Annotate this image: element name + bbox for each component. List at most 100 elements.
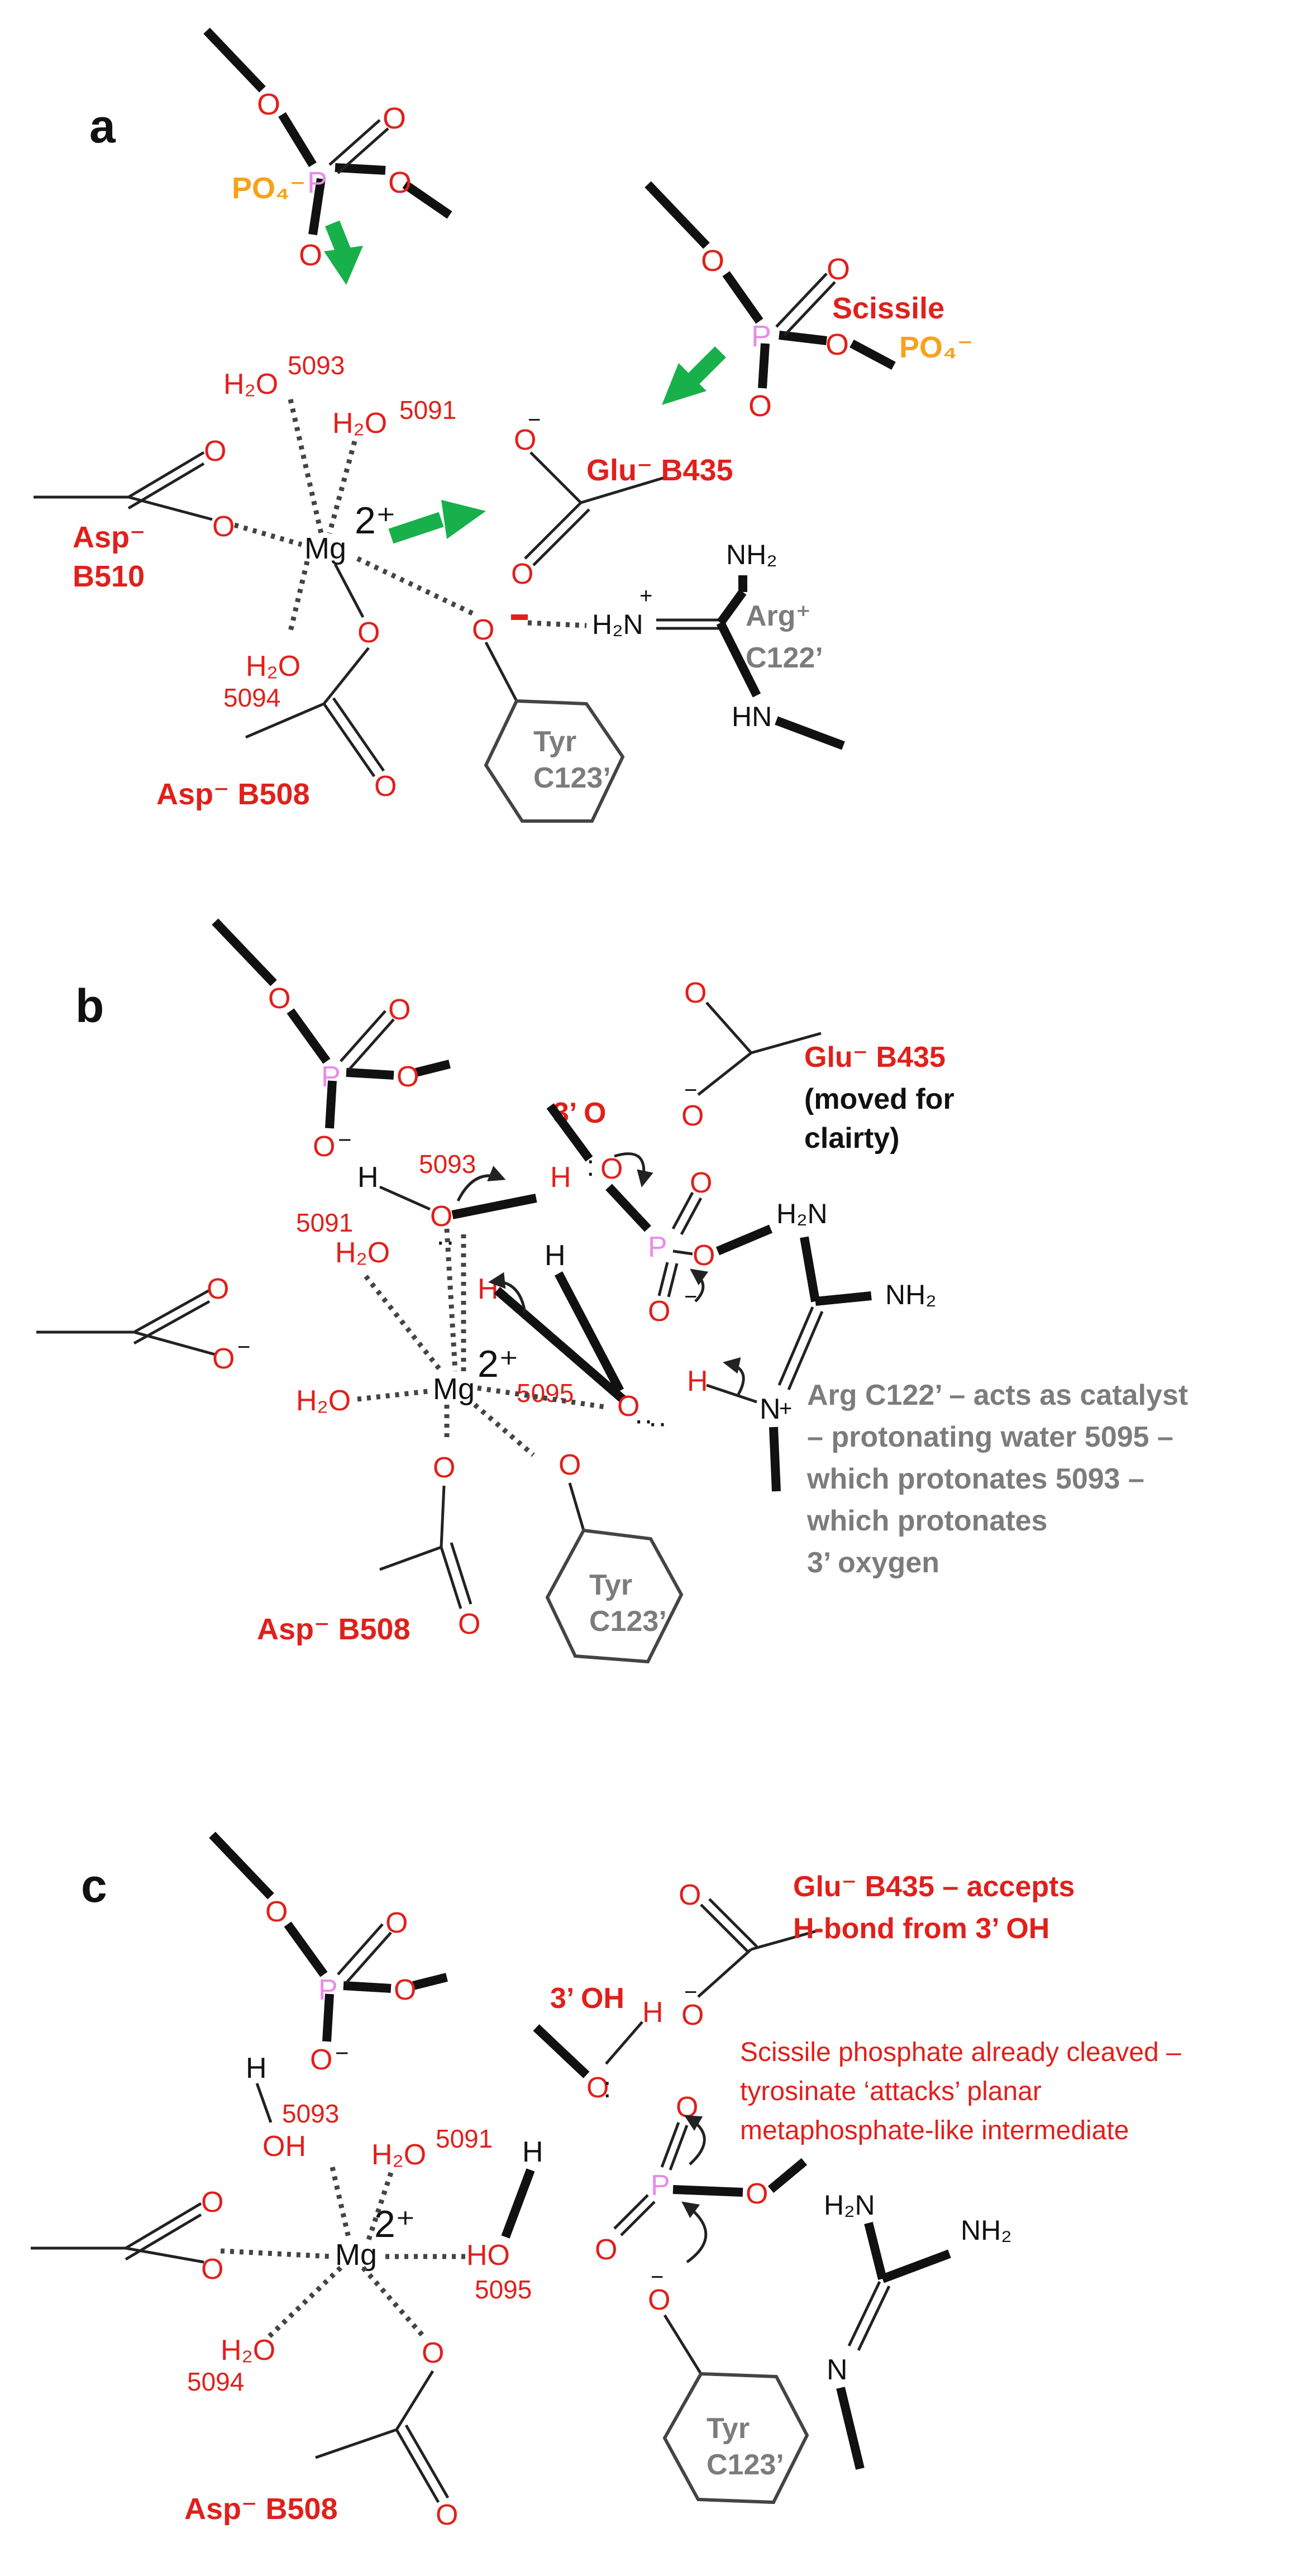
glu-note-1: Glu⁻ B435 – accepts [793,1871,1075,1903]
tyr-label-1: Tyr [707,2412,750,2445]
atom-p: P [321,1061,341,1093]
atom-o: O [511,558,533,590]
atom-o: O [313,1130,335,1163]
lone-pair: : [603,2072,611,2104]
glu-b435-a: O − O Glu⁻ B435 [511,408,733,590]
atom-o: O [600,1153,623,1185]
water-5091-id: 5091 [296,1208,353,1237]
charge-minus: − [237,1335,250,1359]
three-prime-oh-label: 3’ OH [550,1982,624,2015]
arg-c122-a: H₂N + NH₂ HN Arg⁺ C122’ [592,539,845,750]
atom-o: O [212,1343,235,1375]
atom-o: O [430,1200,452,1233]
atom-o: O [374,770,397,803]
atom-o: O [701,244,724,278]
atom-o: O [201,2186,223,2219]
atom-h: H [545,1239,566,1272]
asp-b510-line1: Asp⁻ [73,521,146,554]
atom-o: O [690,1167,712,1199]
atom-hn: HN [732,701,772,732]
scissile-phosphate-b: 3’ O O : H P O O − O [546,1097,773,1328]
atom-o: O [559,1449,581,1481]
green-arrow-head [662,363,707,405]
atom-o: O [268,982,290,1015]
mg-center-b: H 5093 O ·· 5091 H₂O H H O ·· 5095 ·· Mg… [36,1149,684,1664]
atom-o: O [648,1295,670,1328]
scissile-note-3: metaphosphate-like intermediate [740,2116,1129,2145]
phosphate-top-a: O P O O O PO₄⁻ [203,27,452,285]
atom-o: O [472,614,494,646]
atom-o: O [693,1239,715,1272]
water-5091: H₂O [371,2139,426,2171]
atom-mg: Mg [335,2238,377,2272]
tyr-label-1: Tyr [589,1569,632,1601]
water-5091: H₂O [332,407,387,440]
water-5091: H₂O [335,1237,390,1269]
atom-o: O [514,424,536,456]
charge-minus: − [684,1980,697,2005]
arg-note-4: which protonates [806,1505,1047,1537]
arg-note-2: – protonating water 5095 – [807,1421,1173,1453]
atom-o: O [265,1896,288,1928]
atom-h: H [246,2052,267,2084]
atom-nh2: NH₂ [961,2215,1012,2246]
atom-h: H [687,1365,708,1397]
tyr-label-2: C123’ [707,2449,784,2481]
lone-pair: ·· [634,1404,653,1437]
charge-minus: − [335,2040,349,2066]
atom-o: O [357,617,380,649]
metaphosphate-c: O P O O [595,2091,808,2266]
water-5093: H₂O [223,368,278,400]
water-5095-id: 5095 [475,2275,532,2304]
water-5093-id: 5093 [419,1149,476,1179]
water-5093-id: 5093 [288,351,345,380]
atom-o: O [212,511,235,543]
moved-note-2: clairty) [804,1122,900,1155]
tyr-label-2: C123’ [589,1605,667,1638]
water-5093-oh: OH [262,2130,306,2163]
green-arrow-shaft [388,512,444,544]
panel-b: b O P O O O − O O − Glu⁻ B435 (moved [36,918,1188,1664]
lone-pair: : [586,1150,594,1182]
water-h2o: H₂O [296,1385,351,1417]
atom-h2n: H₂N [592,609,643,640]
atom-o: O [385,1907,408,1939]
moved-note-1: (moved for [804,1083,954,1115]
asp-b510-line2: B510 [73,560,145,593]
atom-n: N [827,2354,848,2386]
po4-label: PO₄⁻ [899,331,973,364]
atom-o: O [383,102,406,135]
atom-n: N [760,1393,781,1425]
atom-o: O [684,977,707,1009]
atom-h: H [642,1996,664,2029]
asp-b508-label: Asp⁻ B508 [156,777,310,811]
water-5094-id: 5094 [223,683,280,712]
mg-center-a: H₂O 5093 H₂O 5091 Mg 2⁺ O O Asp⁻ B510 H₂… [34,351,476,811]
scissile-note-1: Scissile phosphate already cleaved – [740,2038,1181,2067]
tyr-label-2: C123’ [533,762,611,794]
atom-h: H [550,1161,571,1194]
atom-o: O [299,238,322,272]
atom-o: O [204,435,226,468]
panel-c: c O P O O O − O O − Glu⁻ B435 – acce [31,1831,1181,2531]
atom-o: O [422,2337,444,2369]
glu-note-2: H-bond from 3’ OH [793,1912,1049,1945]
atom-nh2: NH₂ [885,1279,937,1310]
water-5094: H₂O [246,650,300,683]
atom-p: P [751,319,771,353]
green-arrow-shaft [325,220,351,255]
scissile-phosphate-a: O P O O O Scissile PO₄⁻ [645,181,973,423]
water-5091-id: 5091 [399,395,456,424]
atom-mg: Mg [433,1372,475,1406]
asp-b508-label: Asp⁻ B508 [184,2492,338,2526]
panel-a: a O P O O O PO₄⁻ O [34,27,973,823]
atom-o: O [436,2499,458,2531]
panel-a-letter: a [89,100,116,152]
arg-c122-c: H₂N NH₂ N [824,2189,1012,2470]
panel-c-letter: c [81,1859,107,1912]
tyr-label-1: Tyr [533,726,576,758]
arg-note-5: 3’ oxygen [807,1547,939,1579]
scissile-label: Scissile [832,292,944,325]
atom-o: O [586,2072,609,2104]
